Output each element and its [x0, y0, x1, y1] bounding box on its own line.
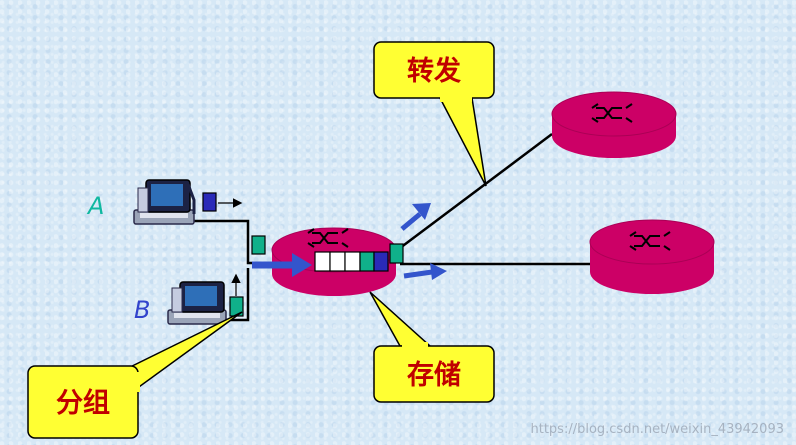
- host-a: A: [86, 179, 266, 255]
- callout-packet-text: 分组: [56, 387, 110, 419]
- router-icon: [591, 103, 633, 123]
- callout-store: 存储: [369, 291, 495, 403]
- packet-on-link-a: [251, 235, 266, 255]
- router-icon: [629, 231, 671, 251]
- callout-forward: 转发: [373, 41, 495, 187]
- arrows: [252, 203, 447, 280]
- packet-leaving-host-a: [202, 192, 217, 212]
- router-right: [589, 219, 715, 294]
- arrow-icon: [252, 253, 312, 277]
- host-a-label: A: [86, 192, 104, 220]
- computer-icon: [133, 179, 196, 225]
- packet-being-forwarded: [389, 243, 404, 264]
- callout-packet: 分组: [27, 311, 243, 439]
- arrow-icon: [400, 203, 431, 231]
- router-top-right: [551, 91, 677, 158]
- link-host-b-to-router: [226, 268, 250, 322]
- host-b-label: B: [134, 296, 150, 324]
- computer-icon: [167, 281, 227, 325]
- host-b: B: [134, 273, 244, 325]
- arrow-icon: [403, 263, 447, 280]
- callout-forward-text: 转发: [407, 55, 461, 87]
- links: [194, 133, 592, 322]
- output-buffer-queue: [314, 251, 389, 272]
- router-icon: [307, 228, 349, 248]
- link-router-to-top-router: [399, 133, 553, 249]
- watermark: https://blog.csdn.net/weixin_43942093: [530, 422, 784, 437]
- callout-store-text: 存储: [407, 360, 461, 391]
